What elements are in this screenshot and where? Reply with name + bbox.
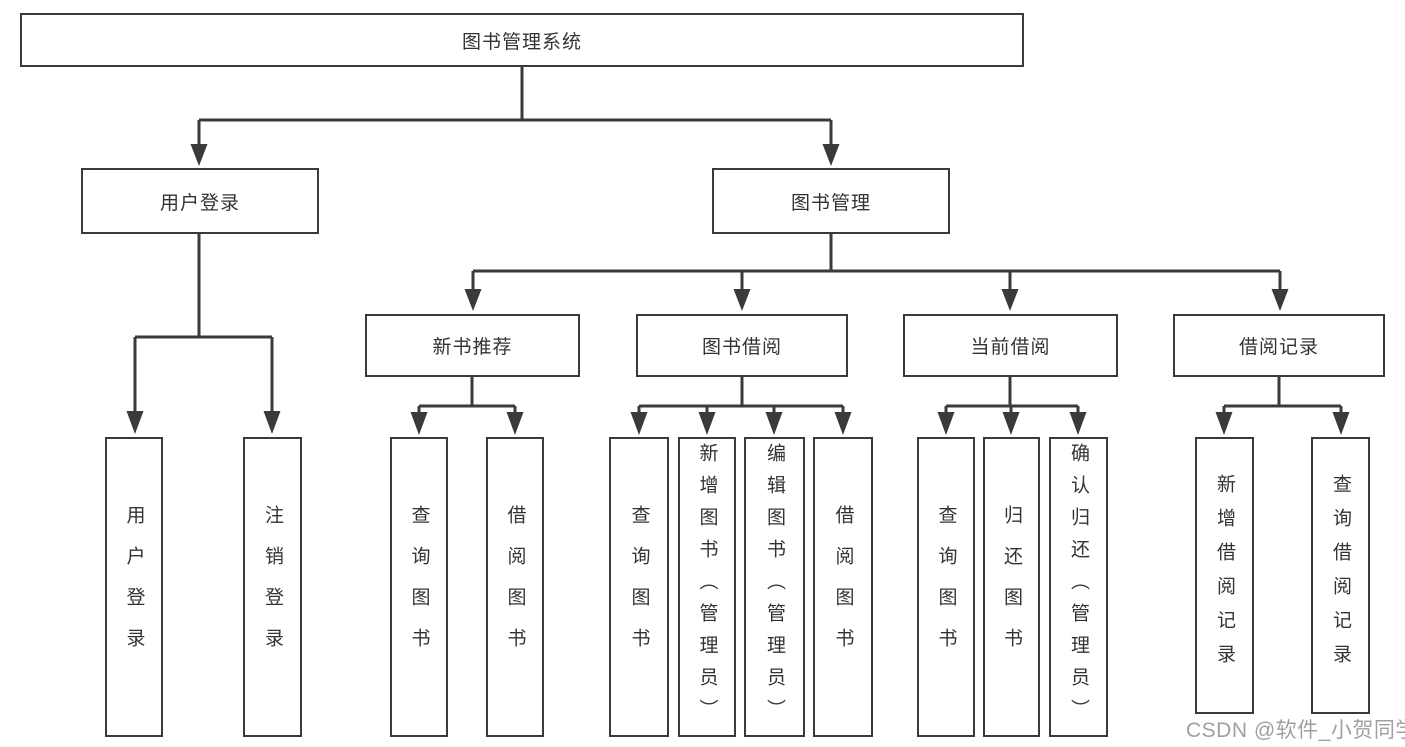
node-current-borrowing: 当前借阅 [903,314,1118,377]
node-label: 归还图书 [1001,505,1022,669]
node-label: 注销登录 [262,505,283,669]
node-label: 图书借阅 [701,337,782,358]
leaf-return-books: 归还图书 [983,437,1040,737]
leaf-add-borrow-record: 新增借阅记录 [1195,437,1254,714]
node-library-management-system: 图书管理系统 [20,13,1024,67]
node-label: 编辑图书（管理员） [764,443,785,731]
leaf-query-books-current: 查询图书 [917,437,975,737]
csdn-watermark: CSDN @软件_小贺同学 [1186,719,1405,742]
node-new-book-recommend: 新书推荐 [365,314,580,377]
node-label: 图书管理 [790,192,871,214]
node-book-borrowing: 图书借阅 [636,314,848,377]
leaf-query-borrow-record: 查询借阅记录 [1311,437,1370,714]
leaf-user-login: 用户登录 [105,437,163,737]
leaf-borrow-books-recommend: 借阅图书 [486,437,544,737]
node-label: 查询借阅记录 [1330,473,1351,678]
node-label: 确认归还（管理员） [1068,443,1089,731]
leaf-query-books-borrowing: 查询图书 [609,437,669,737]
leaf-add-books-admin: 新增图书（管理员） [678,437,736,737]
leaf-query-books-recommend: 查询图书 [390,437,448,737]
node-label: 新增图书（管理员） [696,443,718,731]
node-label: 借阅记录 [1238,337,1319,358]
node-label: 当前借阅 [970,337,1051,358]
leaf-edit-books-admin: 编辑图书（管理员） [744,437,805,737]
node-label: 查询图书 [935,505,957,669]
node-label: 新书推荐 [432,337,513,358]
node-label: 借阅图书 [832,505,854,669]
leaf-confirm-return-admin: 确认归还（管理员） [1049,437,1108,737]
leaf-borrow-books: 借阅图书 [813,437,873,737]
leaf-logout: 注销登录 [243,437,302,737]
node-label: 用户登录 [159,192,240,214]
node-label: 新增借阅记录 [1214,473,1235,678]
node-label: 用户登录 [123,505,145,669]
node-label: 查询图书 [408,505,430,669]
node-label: 借阅图书 [504,505,526,669]
node-label: 查询图书 [628,505,650,669]
node-borrowing-records: 借阅记录 [1173,314,1385,377]
node-label: 图书管理系统 [461,31,582,53]
node-book-management-branch: 图书管理 [712,168,950,234]
node-user-login-branch: 用户登录 [81,168,319,234]
